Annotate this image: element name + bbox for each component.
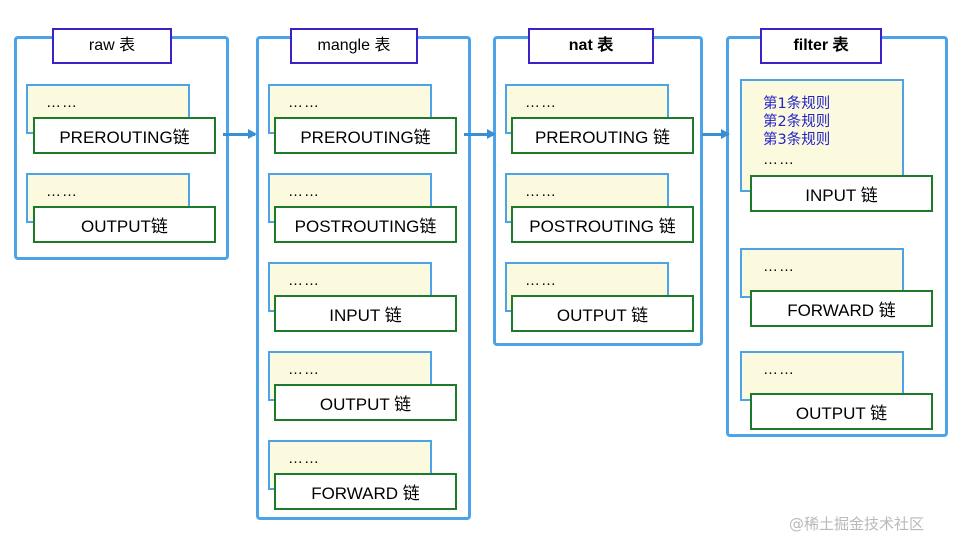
chain-dots-filter-input: ……	[763, 151, 795, 168]
chain-dots-mangle-input: ……	[288, 272, 320, 289]
rule-line-1: 第1条规则	[763, 96, 831, 112]
chain-dots-mangle-postrouting: ……	[288, 183, 320, 200]
chain-rules-filter-input: 第1条规则 第2条规则 第3条规则	[763, 95, 830, 149]
chain-box-mangle-input[interactable]: INPUT 链	[274, 295, 457, 332]
table-title-filter: filter 表	[760, 28, 882, 64]
chain-dots-filter-output: ……	[763, 361, 795, 378]
chain-dots-mangle-output: ……	[288, 361, 320, 378]
chain-dots-nat-prerouting: ……	[525, 94, 557, 111]
arrow-nat-to-filter	[702, 129, 730, 139]
chain-dots-mangle-forward: ……	[288, 450, 320, 467]
chain-box-nat-postrouting[interactable]: POSTROUTING 链	[511, 206, 694, 243]
rule-line-2: 第2条规则	[763, 114, 831, 130]
arrow-raw-to-mangle	[223, 129, 257, 139]
rule-line-3: 第3条规则	[763, 132, 831, 148]
table-title-mangle: mangle 表	[290, 28, 418, 64]
chain-box-filter-forward[interactable]: FORWARD 链	[750, 290, 933, 327]
chain-dots-filter-forward: ……	[763, 258, 795, 275]
chain-dots-mangle-prerouting: ……	[288, 94, 320, 111]
chain-box-nat-prerouting[interactable]: PREROUTING 链	[511, 117, 694, 154]
chain-dots-raw-output: ……	[46, 183, 78, 200]
chain-box-mangle-postrouting[interactable]: POSTROUTING链	[274, 206, 457, 243]
chain-box-filter-output[interactable]: OUTPUT 链	[750, 393, 933, 430]
chain-box-raw-output[interactable]: OUTPUT链	[33, 206, 216, 243]
chain-box-filter-input[interactable]: INPUT 链	[750, 175, 933, 212]
chain-box-mangle-output[interactable]: OUTPUT 链	[274, 384, 457, 421]
chain-dots-nat-postrouting: ……	[525, 183, 557, 200]
table-title-nat: nat 表	[528, 28, 654, 64]
chain-box-nat-output[interactable]: OUTPUT 链	[511, 295, 694, 332]
chain-box-mangle-prerouting[interactable]: PREROUTING链	[274, 117, 457, 154]
chain-dots-nat-output: ……	[525, 272, 557, 289]
watermark: @稀土掘金技术社区	[789, 515, 925, 533]
chain-dots-raw-prerouting: ……	[46, 94, 78, 111]
chain-panel-filter-input	[740, 79, 904, 192]
arrow-mangle-to-nat	[464, 129, 496, 139]
chain-box-mangle-forward[interactable]: FORWARD 链	[274, 473, 457, 510]
chain-box-raw-prerouting[interactable]: PREROUTING链	[33, 117, 216, 154]
table-title-raw: raw 表	[52, 28, 172, 64]
